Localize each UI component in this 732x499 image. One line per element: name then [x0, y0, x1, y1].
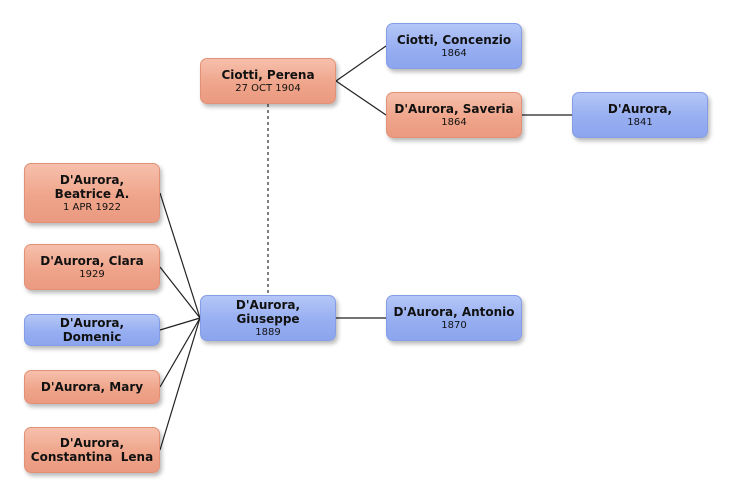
connector-domenic	[159, 317, 201, 331]
person-name: D'Aurora, Mary	[40, 380, 144, 394]
person-card-daurora-saveria[interactable]: D'Aurora, Saveria 1864	[386, 92, 522, 138]
person-date: 1864	[441, 47, 467, 59]
person-card-daurora-mary[interactable]: D'Aurora, Mary	[24, 370, 160, 404]
person-date: 1 APR 1922	[63, 201, 121, 213]
person-card-daurora-domenic[interactable]: D'Aurora, Domenic	[24, 314, 160, 346]
person-date: 1841	[627, 116, 653, 128]
person-card-daurora-antonio[interactable]: D'Aurora, Antonio 1870	[386, 295, 522, 341]
person-card-daurora-1841[interactable]: D'Aurora, 1841	[572, 92, 708, 138]
person-name: D'Aurora, Antonio	[393, 304, 515, 319]
connector-perena-saveria	[335, 80, 387, 116]
person-date: 1889	[255, 326, 281, 338]
person-card-ciotti-concenzio[interactable]: Ciotti, Concenzio 1864	[386, 23, 522, 69]
person-name: Ciotti, Perena	[221, 67, 315, 82]
connector-beatrice	[159, 192, 201, 319]
person-card-daurora-constantina[interactable]: D'Aurora, Constantina Lena	[24, 427, 160, 473]
person-name: D'Aurora, Clara	[40, 253, 144, 268]
person-card-daurora-clara[interactable]: D'Aurora, Clara 1929	[24, 244, 160, 290]
person-name: D'Aurora, Saveria	[394, 101, 514, 116]
person-name: D'Aurora, Beatrice A.	[54, 172, 130, 201]
person-date: 1864	[441, 116, 467, 128]
person-name: D'Aurora, Giuseppe	[235, 297, 301, 326]
connector-mary	[159, 317, 201, 388]
person-date: 1929	[79, 268, 105, 280]
person-card-daurora-giuseppe[interactable]: D'Aurora, Giuseppe 1889	[200, 295, 336, 341]
person-card-daurora-beatrice[interactable]: D'Aurora, Beatrice A. 1 APR 1922	[24, 163, 160, 223]
person-name: D'Aurora, Constantina Lena	[30, 436, 154, 464]
connector-constantina	[159, 317, 201, 451]
person-card-ciotti-perena[interactable]: Ciotti, Perena 27 OCT 1904	[200, 58, 336, 104]
person-name: D'Aurora, Domenic	[59, 316, 125, 344]
person-name: Ciotti, Concenzio	[396, 32, 512, 47]
person-date: 27 OCT 1904	[235, 82, 301, 94]
connector-clara	[159, 266, 201, 319]
person-name: D'Aurora,	[607, 101, 673, 116]
person-date: 1870	[441, 319, 467, 331]
connector-perena-concenzio	[335, 45, 387, 82]
